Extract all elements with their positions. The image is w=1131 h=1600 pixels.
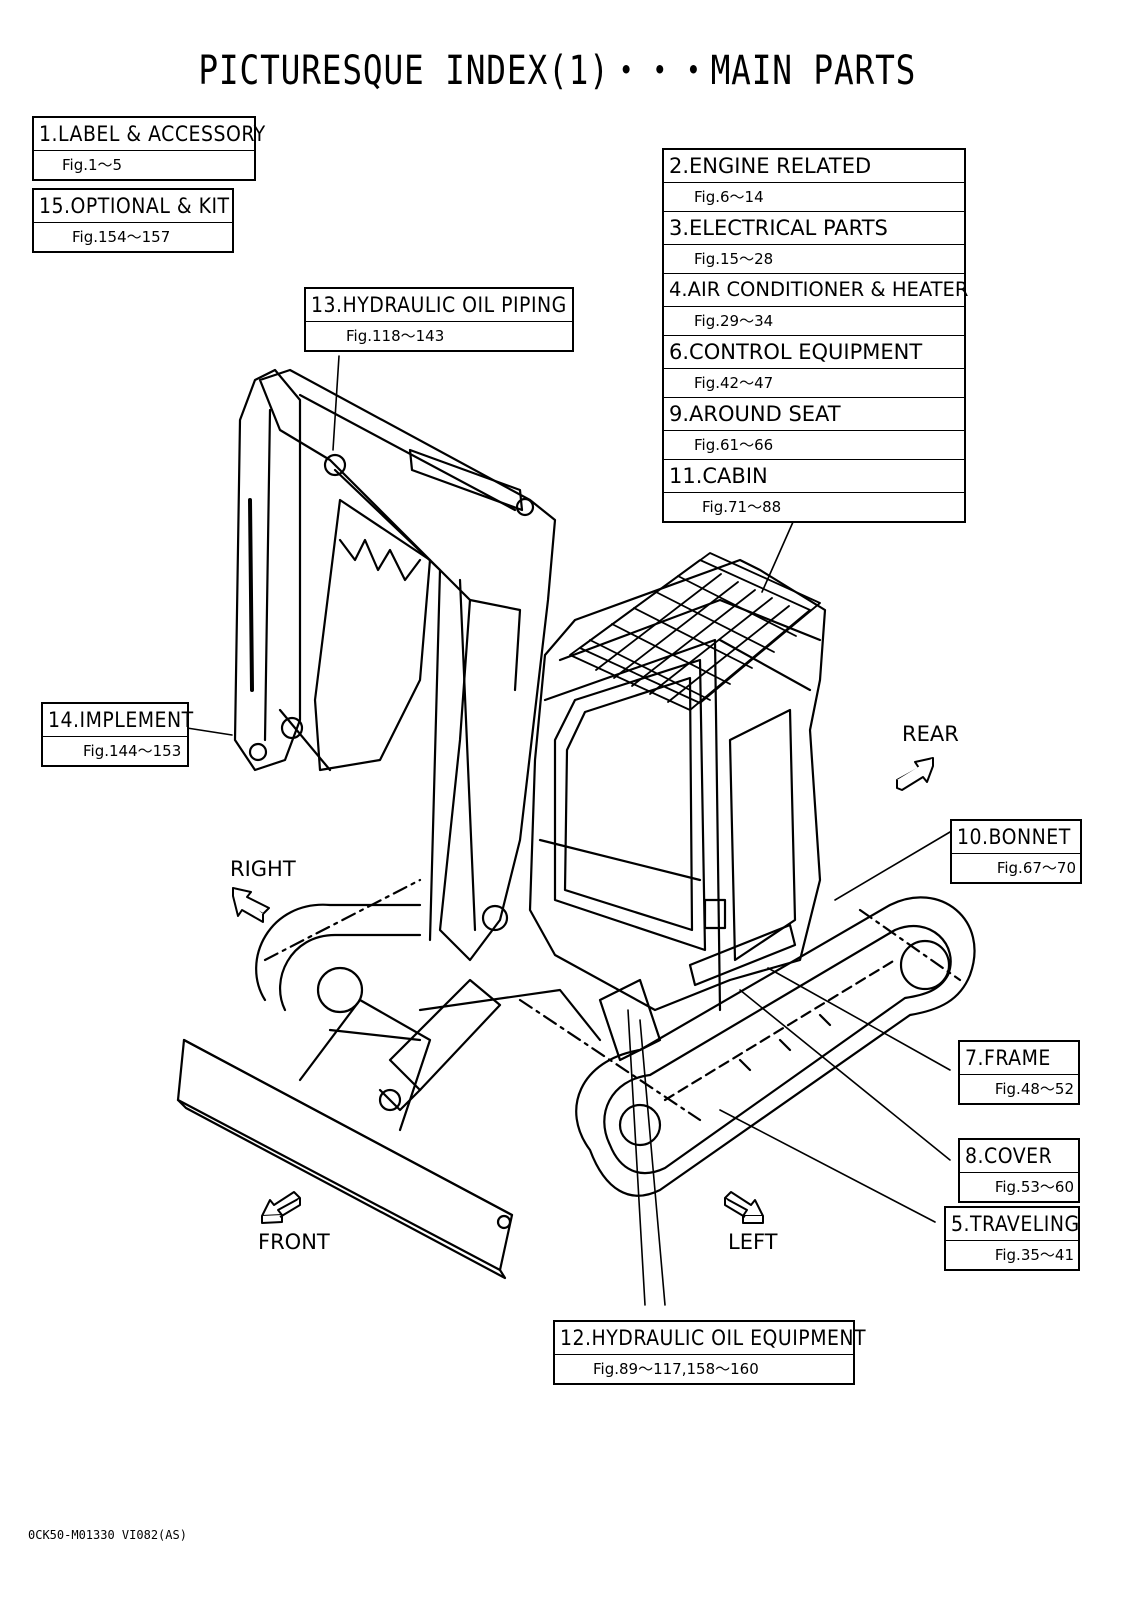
right-arrow-icon bbox=[232, 887, 270, 923]
front-label: FRONT bbox=[258, 1230, 330, 1254]
optional-kit-box[interactable]: 15.OPTIONAL & KIT Fig.154～157 bbox=[32, 188, 234, 253]
stack-item-name: 2.ENGINE RELATED bbox=[664, 150, 964, 183]
hydraulic-piping-fig: Fig.118～143 bbox=[346, 327, 445, 345]
leader-lines bbox=[186, 355, 951, 1306]
left-track bbox=[575, 896, 976, 1197]
stack-item-electrical-parts[interactable]: 3.ELECTRICAL PARTS Fig.15～28 bbox=[664, 212, 964, 274]
stack-item-around-seat[interactable]: 9.AROUND SEAT Fig.61～66 bbox=[664, 398, 964, 460]
stack-item-cabin[interactable]: 11.CABIN Fig.71～88 bbox=[664, 460, 964, 521]
boom bbox=[258, 368, 557, 962]
label-accessory-box[interactable]: 1.LABEL & ACCESSORY Fig.1～5 bbox=[32, 116, 265, 181]
right-label: RIGHT bbox=[230, 857, 296, 881]
frame-fig: Fig.48～52 bbox=[994, 1080, 1074, 1098]
arm-bucket bbox=[233, 368, 432, 772]
label-accessory-fig: Fig.1～5 bbox=[62, 156, 123, 174]
stack-item-fig: Fig.71～88 bbox=[702, 498, 782, 516]
cover-name: 8.COVER bbox=[960, 1140, 1078, 1173]
traveling-fig: Fig.35～41 bbox=[994, 1246, 1074, 1264]
stack-item-air-conditioner[interactable]: 4.AIR CONDITIONER & HEATER Fig.29～34 bbox=[664, 274, 968, 336]
hydraulic-piping-box[interactable]: 13.HYDRAULIC OIL PIPING Fig.118～143 bbox=[304, 287, 574, 352]
stack-item-control-equipment[interactable]: 6.CONTROL EQUIPMENT Fig.42～47 bbox=[664, 336, 964, 398]
left-label: LEFT bbox=[728, 1230, 778, 1254]
optional-kit-name: 15.OPTIONAL & KIT bbox=[34, 190, 232, 223]
optional-kit-fig: Fig.154～157 bbox=[72, 228, 171, 246]
roof-guard bbox=[569, 552, 821, 711]
document-code: 0CK50-M01330 VI082(AS) bbox=[28, 1528, 187, 1542]
rear-label: REAR bbox=[902, 722, 959, 746]
hydraulic-piping-name: 13.HYDRAULIC OIL PIPING bbox=[306, 289, 572, 322]
hydraulic-equipment-name: 12.HYDRAULIC OIL EQUIPMENT bbox=[555, 1322, 866, 1355]
traveling-box[interactable]: 5.TRAVELING Fig.35～41 bbox=[944, 1206, 1080, 1271]
implement-name: 14.IMPLEMENT bbox=[43, 704, 193, 737]
cover-fig: Fig.53～60 bbox=[994, 1178, 1074, 1196]
implement-fig: Fig.144～153 bbox=[83, 742, 182, 760]
left-arrow-icon bbox=[724, 1191, 764, 1224]
stack-item-fig: Fig.29～34 bbox=[664, 307, 964, 336]
page-title: PICTURESQUE INDEX(1)・・・MAIN PARTS bbox=[198, 48, 917, 94]
bonnet-fig: Fig.67～70 bbox=[996, 859, 1076, 877]
dozer-blade bbox=[176, 998, 514, 1280]
bonnet-name: 10.BONNET bbox=[952, 821, 1080, 854]
stack-item-name: 4.AIR CONDITIONER & HEATER bbox=[664, 274, 968, 307]
bonnet-box[interactable]: 10.BONNET Fig.67～70 bbox=[950, 819, 1082, 884]
traveling-name: 5.TRAVELING bbox=[946, 1208, 1079, 1241]
stack-item-engine-related[interactable]: 2.ENGINE RELATED Fig.6～14 bbox=[664, 150, 964, 212]
frame-name: 7.FRAME bbox=[960, 1042, 1078, 1075]
implement-box[interactable]: 14.IMPLEMENT Fig.144～153 bbox=[41, 702, 193, 767]
right-track bbox=[255, 903, 422, 1042]
stack-item-name: 11.CABIN bbox=[664, 460, 964, 493]
stack-item-name: 3.ELECTRICAL PARTS bbox=[664, 212, 964, 245]
label-accessory-name: 1.LABEL & ACCESSORY bbox=[34, 118, 265, 151]
hydraulic-equipment-box[interactable]: 12.HYDRAULIC OIL EQUIPMENT Fig.89～117,15… bbox=[553, 1320, 866, 1385]
stack-item-name: 6.CONTROL EQUIPMENT bbox=[664, 336, 964, 369]
main-parts-stack: 2.ENGINE RELATED Fig.6～14 3.ELECTRICAL P… bbox=[662, 148, 968, 523]
rear-arrow-icon bbox=[896, 757, 934, 791]
cabin bbox=[528, 558, 827, 1012]
cover-box[interactable]: 8.COVER Fig.53～60 bbox=[958, 1138, 1080, 1203]
stack-item-fig: Fig.6～14 bbox=[664, 183, 964, 212]
hydraulic-equipment-fig: Fig.89～117,158～160 bbox=[593, 1360, 759, 1378]
stack-item-fig: Fig.15～28 bbox=[664, 245, 964, 274]
stack-item-name: 9.AROUND SEAT bbox=[664, 398, 964, 431]
front-arrow-icon bbox=[261, 1191, 301, 1224]
stack-item-fig: Fig.42～47 bbox=[664, 369, 964, 398]
boom-cylinder bbox=[378, 978, 662, 1112]
frame-box[interactable]: 7.FRAME Fig.48～52 bbox=[958, 1040, 1080, 1105]
stack-item-fig: Fig.61～66 bbox=[664, 431, 964, 460]
